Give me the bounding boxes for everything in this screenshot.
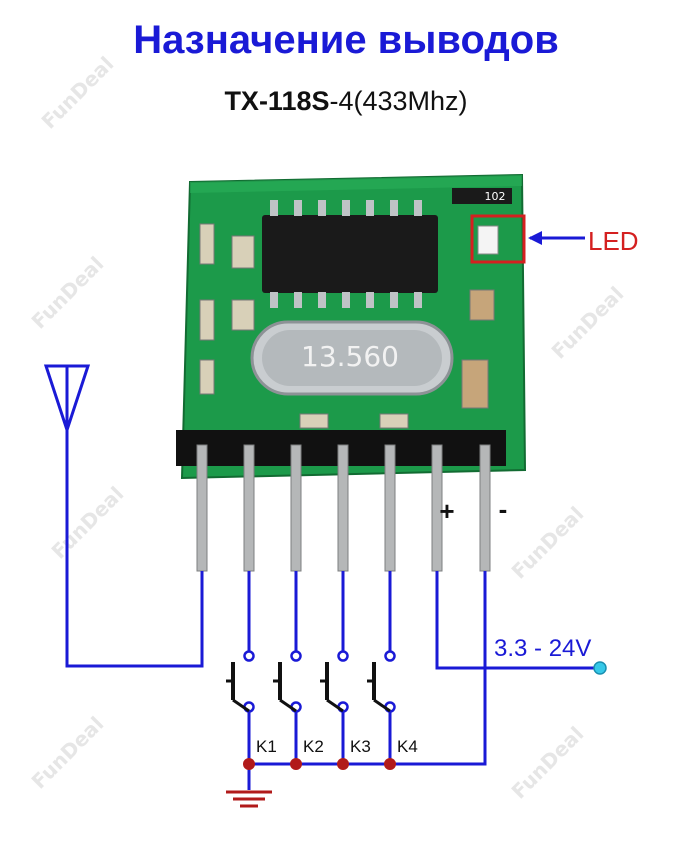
watermark-6: FunDeal (27, 712, 109, 794)
key-label-k2: K2 (303, 737, 324, 756)
ic-pins (270, 200, 422, 308)
page-title: Назначение выводов (133, 18, 559, 62)
key-label-k4: K4 (397, 737, 418, 756)
node-k1 (243, 758, 255, 770)
supply-node (593, 661, 607, 675)
switch-k1 (226, 650, 255, 713)
key-label-k3: K3 (350, 737, 371, 756)
watermark-3: FunDeal (547, 282, 629, 364)
key-labels: K1 K2 K3 K4 (256, 737, 418, 756)
pcb-module: 13.560 102 (180, 173, 527, 480)
led-annotation: LED (528, 226, 639, 256)
watermark-1: FunDeal (37, 52, 119, 134)
model-name: TX-118S (224, 86, 330, 116)
key-label-k1: K1 (256, 737, 277, 756)
node-k4 (384, 758, 396, 770)
led-component (477, 225, 499, 255)
watermark-5: FunDeal (507, 502, 589, 584)
pin-minus-label: - (499, 494, 508, 524)
supply-label: 3.3 - 24V (494, 635, 591, 662)
switch-k3 (320, 650, 349, 713)
switch-k4 (367, 650, 396, 713)
resistor-marking: 102 (485, 190, 506, 203)
header-pins (196, 444, 491, 572)
led-label: LED (588, 226, 639, 256)
wires (247, 571, 598, 790)
led-highlight-box (470, 214, 526, 264)
ic-chip (262, 215, 438, 293)
node-k2 (290, 758, 302, 770)
pin-header: + - (176, 430, 508, 572)
switches (226, 650, 396, 713)
smd-components (199, 188, 512, 429)
watermark-4: FunDeal (47, 482, 129, 564)
watermark-7: FunDeal (507, 722, 589, 804)
crystal-marking: 13.560 (301, 340, 399, 373)
page-subtitle: TX-118S-4(433Mhz) (0, 86, 692, 117)
model-suffix: -4(433Mhz) (329, 86, 468, 116)
switch-k2 (273, 650, 302, 713)
junction-nodes (243, 758, 396, 770)
pin-plus-label: + (439, 496, 454, 526)
node-k3 (337, 758, 349, 770)
antenna-symbol (43, 364, 204, 668)
supply-terminal: 3.3 - 24V (494, 635, 607, 675)
watermark-2: FunDeal (27, 252, 109, 334)
ground-icon (226, 790, 272, 808)
